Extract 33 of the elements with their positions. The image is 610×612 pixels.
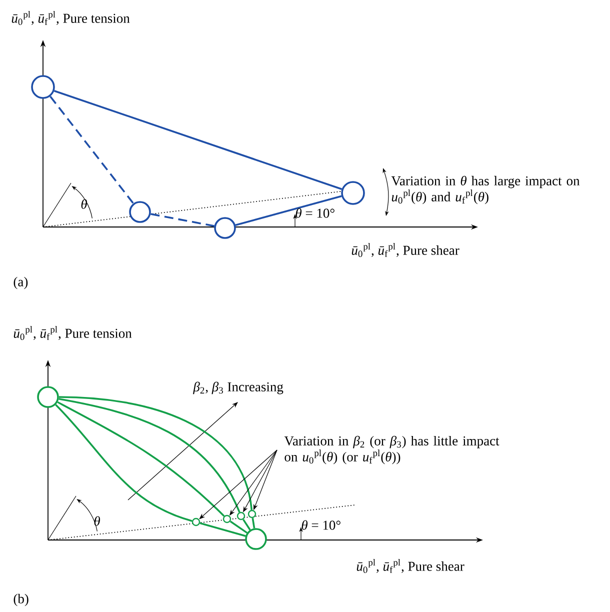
label-text: θ = 10°: [302, 520, 340, 530]
label-text: Variation in θ has large impact on u$_{0}$$^{pl}$(θ) and u$_{f}$$^{pl}$(θ): [391, 176, 580, 204]
label-text: (b): [14, 594, 28, 606]
curve-line: [54, 90, 342, 190]
label-text: ū$_{0}$$^{pl}$, ū$_{f}$$^{pl}$, Pure shear: [352, 242, 460, 258]
circle-marker: [192, 518, 200, 526]
label-text: (a): [14, 276, 28, 290]
label-text: ū$_{0}$$^{pl}$, ū$_{f}$$^{pl}$, Pure tension: [12, 10, 130, 26]
circle-marker: [341, 181, 365, 205]
label-text: θ: [94, 516, 100, 526]
circle-marker: [129, 201, 151, 223]
curve-line: [150, 213, 214, 227]
curve-line: [242, 518, 251, 530]
label-text: ū$_{0}$$^{pl}$, ū$_{f}$$^{pl}$, Pure shear: [356, 559, 464, 574]
note-text: Variation in β$_{2}$ (or β$_{3}$) has little impact on u$_{0}$$^{pl}$(θ) (or u$_{f}$$^{pl}$(θ)): [284, 436, 500, 464]
circle-marker: [222, 514, 232, 524]
leader-line: [199, 450, 278, 520]
label-text: θ: [81, 199, 87, 209]
curve-line: [55, 404, 192, 522]
circle-marker: [37, 386, 59, 408]
label-text: ū$_{0}$$^{pl}$, ū$_{f}$$^{pl}$, Pure tension: [14, 326, 132, 340]
curve-line: [200, 522, 246, 537]
curve-line: [230, 520, 248, 534]
label-text: β$_{2}$, β$_{3}$ Increasing: [192, 382, 284, 394]
circle-marker: [31, 75, 55, 99]
circle-marker: [245, 528, 267, 550]
circle-marker: [236, 512, 246, 520]
curve-line: [235, 195, 342, 226]
curve-line: [50, 96, 134, 204]
label-text: θ = 10°: [296, 208, 334, 218]
circle-marker: [214, 217, 236, 239]
curve-line: [252, 518, 256, 528]
circle-marker: [248, 510, 256, 518]
